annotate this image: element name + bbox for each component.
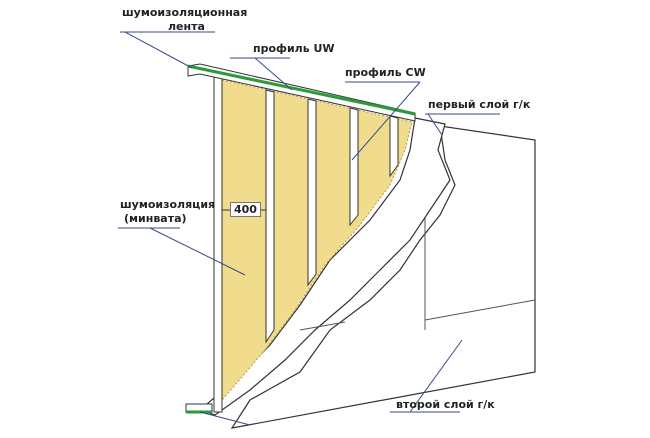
label-profile-uw: профиль UW [253,42,335,55]
label-insulation: шумоизоляция [120,198,216,211]
cw-stud [213,73,223,413]
board-seam [424,299,536,321]
label-first-layer: первый слой г/к [428,98,531,111]
cw-stud [389,115,399,178]
cw-stud [349,107,359,227]
label-tape: шумоизоляционная [122,6,248,19]
cw-stud [265,89,275,344]
stud-spacing-label: 400 [230,202,261,217]
board-seam [299,321,346,331]
label-insulation-line2: (минвата) [124,212,187,225]
cw-studs [213,73,399,413]
cw-stud [307,98,317,287]
label-second-layer: второй слой г/к [396,398,495,411]
leader-lines [118,31,500,426]
second-drywall-layer [230,125,536,429]
sound-insulation-tape [187,64,416,116]
label-tape-line2: лента [168,20,205,33]
first-drywall-layer [198,117,451,416]
label-profile-cw: профиль CW [345,66,426,79]
